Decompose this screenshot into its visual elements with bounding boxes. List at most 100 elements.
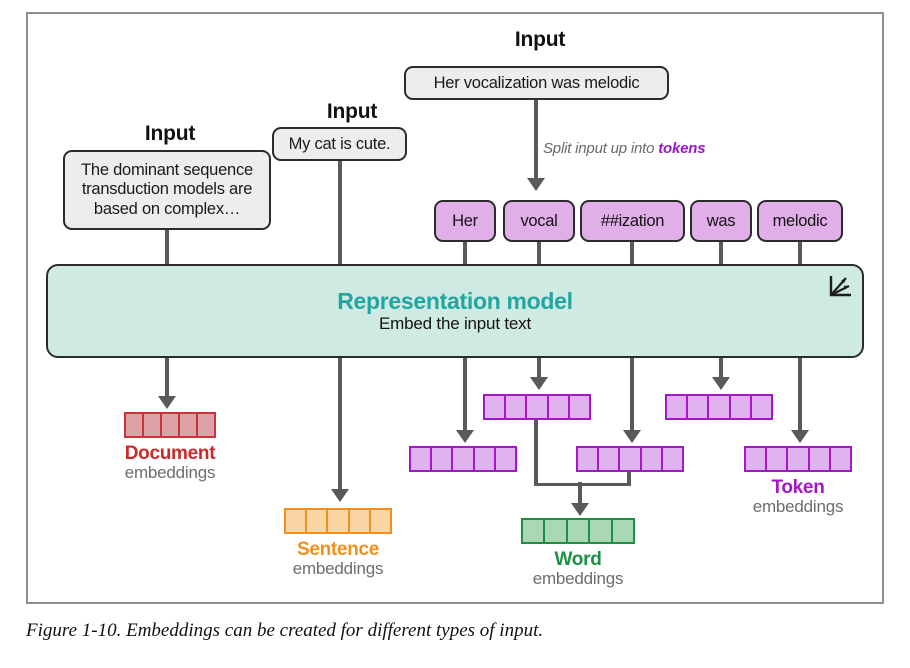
input-label-document: Input bbox=[144, 122, 196, 145]
input-box-sentence: My cat is cute. bbox=[272, 127, 407, 161]
vector-token-embedding-4 bbox=[744, 446, 852, 472]
vector-cell bbox=[371, 510, 390, 532]
input-box-document: The dominant sequence transduction model… bbox=[63, 150, 271, 230]
vector-cell bbox=[485, 396, 507, 418]
arrowhead-token-vector-2 bbox=[623, 430, 641, 443]
representation-model-box: Representation model Embed the input tex… bbox=[46, 264, 864, 358]
token-chip-1: vocal bbox=[503, 200, 575, 242]
token-chip-0: Her bbox=[434, 200, 496, 242]
arrowhead-token-vector-3 bbox=[712, 377, 730, 390]
connector-model-to-token-vector-3 bbox=[719, 358, 723, 380]
vector-cell bbox=[709, 396, 731, 418]
label-word-embeddings: Word embeddings bbox=[498, 549, 658, 589]
token-chip-3: was bbox=[690, 200, 752, 242]
vector-cell bbox=[599, 448, 621, 470]
vector-cell bbox=[411, 448, 433, 470]
vector-cell bbox=[126, 414, 144, 436]
arrowhead-token-vector-4 bbox=[791, 430, 809, 443]
connector-token-4-to-model bbox=[798, 242, 802, 266]
vector-cell bbox=[545, 520, 568, 542]
vector-cell bbox=[620, 448, 642, 470]
vector-cell bbox=[578, 448, 600, 470]
vector-cell bbox=[590, 520, 613, 542]
connector-wordmerge-bar bbox=[534, 482, 631, 486]
vector-cell bbox=[831, 448, 850, 470]
vector-cell bbox=[613, 520, 633, 542]
vector-cell bbox=[642, 448, 663, 470]
vector-cell bbox=[307, 510, 329, 532]
vector-cell bbox=[527, 396, 549, 418]
vector-cell bbox=[788, 448, 810, 470]
label-sentence-sub: embeddings bbox=[292, 559, 384, 579]
vector-cell bbox=[752, 396, 771, 418]
connector-document-to-model bbox=[165, 230, 169, 266]
connector-input-to-tokens bbox=[534, 100, 538, 180]
connector-model-to-document bbox=[165, 358, 169, 400]
representation-model-subtitle: Embed the input text bbox=[379, 313, 531, 333]
vector-cell bbox=[549, 396, 570, 418]
vector-word-embeddings bbox=[521, 518, 635, 544]
label-document-sub: embeddings bbox=[124, 463, 216, 483]
connector-wordmerge-right bbox=[627, 472, 631, 486]
connector-model-to-sentence bbox=[338, 358, 342, 493]
connector-model-to-token-vector-1 bbox=[537, 358, 541, 380]
representation-model-title: Representation model bbox=[337, 287, 573, 314]
label-token-embeddings: Token embeddings bbox=[718, 477, 878, 517]
vector-cell bbox=[663, 448, 682, 470]
vector-cell bbox=[350, 510, 371, 532]
vector-document-embeddings bbox=[124, 412, 216, 438]
vector-cell bbox=[286, 510, 308, 532]
vector-cell bbox=[731, 396, 752, 418]
vector-cell bbox=[453, 448, 475, 470]
annotation-prefix: Split input up into bbox=[543, 140, 659, 157]
connector-wordmerge-left bbox=[534, 420, 538, 486]
vector-cell bbox=[667, 396, 689, 418]
arrowhead-token-vector-1 bbox=[530, 377, 548, 390]
annotation-highlight: tokens bbox=[658, 140, 706, 157]
connector-wordmerge-stem bbox=[578, 482, 582, 506]
vector-cell bbox=[767, 448, 789, 470]
annotation-split-tokens: Split input up into tokens bbox=[543, 140, 706, 157]
connector-model-to-token-vector-4 bbox=[798, 358, 802, 434]
vector-cell bbox=[144, 414, 162, 436]
arrowhead-model-to-sentence bbox=[331, 489, 349, 502]
connector-token-2-to-model bbox=[630, 242, 634, 266]
vector-cell bbox=[180, 414, 198, 436]
vector-cell bbox=[523, 520, 546, 542]
vector-cell bbox=[570, 396, 589, 418]
vector-cell bbox=[506, 396, 528, 418]
arrowhead-input-to-tokens bbox=[527, 178, 545, 191]
connector-model-to-token-vector-0 bbox=[463, 358, 467, 434]
vector-token-embedding-0 bbox=[409, 446, 517, 472]
input-box-tokens: Her vocalization was melodic bbox=[404, 66, 669, 100]
label-word-sub: embeddings bbox=[532, 569, 624, 589]
connector-sentence-to-model bbox=[338, 161, 342, 266]
connector-token-0-to-model bbox=[463, 242, 467, 266]
vector-token-embedding-3 bbox=[665, 394, 773, 420]
token-chip-4: melodic bbox=[757, 200, 843, 242]
label-word-title: Word bbox=[554, 549, 602, 570]
vector-sentence-embeddings bbox=[284, 508, 392, 534]
vector-token-embedding-2 bbox=[576, 446, 684, 472]
label-token-sub: embeddings bbox=[752, 497, 844, 517]
vector-cell bbox=[475, 448, 496, 470]
input-label-tokens: Input bbox=[514, 28, 566, 51]
vector-cell bbox=[162, 414, 180, 436]
vector-token-embedding-1 bbox=[483, 394, 591, 420]
vector-cell bbox=[198, 414, 214, 436]
arrowhead-token-vector-0 bbox=[456, 430, 474, 443]
connector-token-1-to-model bbox=[537, 242, 541, 266]
vector-cell bbox=[432, 448, 454, 470]
vector-cell bbox=[810, 448, 831, 470]
label-sentence-embeddings: Sentence embeddings bbox=[258, 539, 418, 579]
vector-cell bbox=[328, 510, 350, 532]
connector-model-to-token-vector-2 bbox=[630, 358, 634, 434]
figure-caption: Figure 1-10. Embeddings can be created f… bbox=[26, 620, 544, 641]
label-token-title: Token bbox=[771, 477, 825, 498]
vector-space-icon bbox=[827, 273, 853, 299]
vector-cell bbox=[746, 448, 768, 470]
vector-cell bbox=[568, 520, 591, 542]
arrowhead-model-to-document bbox=[158, 396, 176, 409]
label-document-title: Document bbox=[124, 443, 216, 464]
